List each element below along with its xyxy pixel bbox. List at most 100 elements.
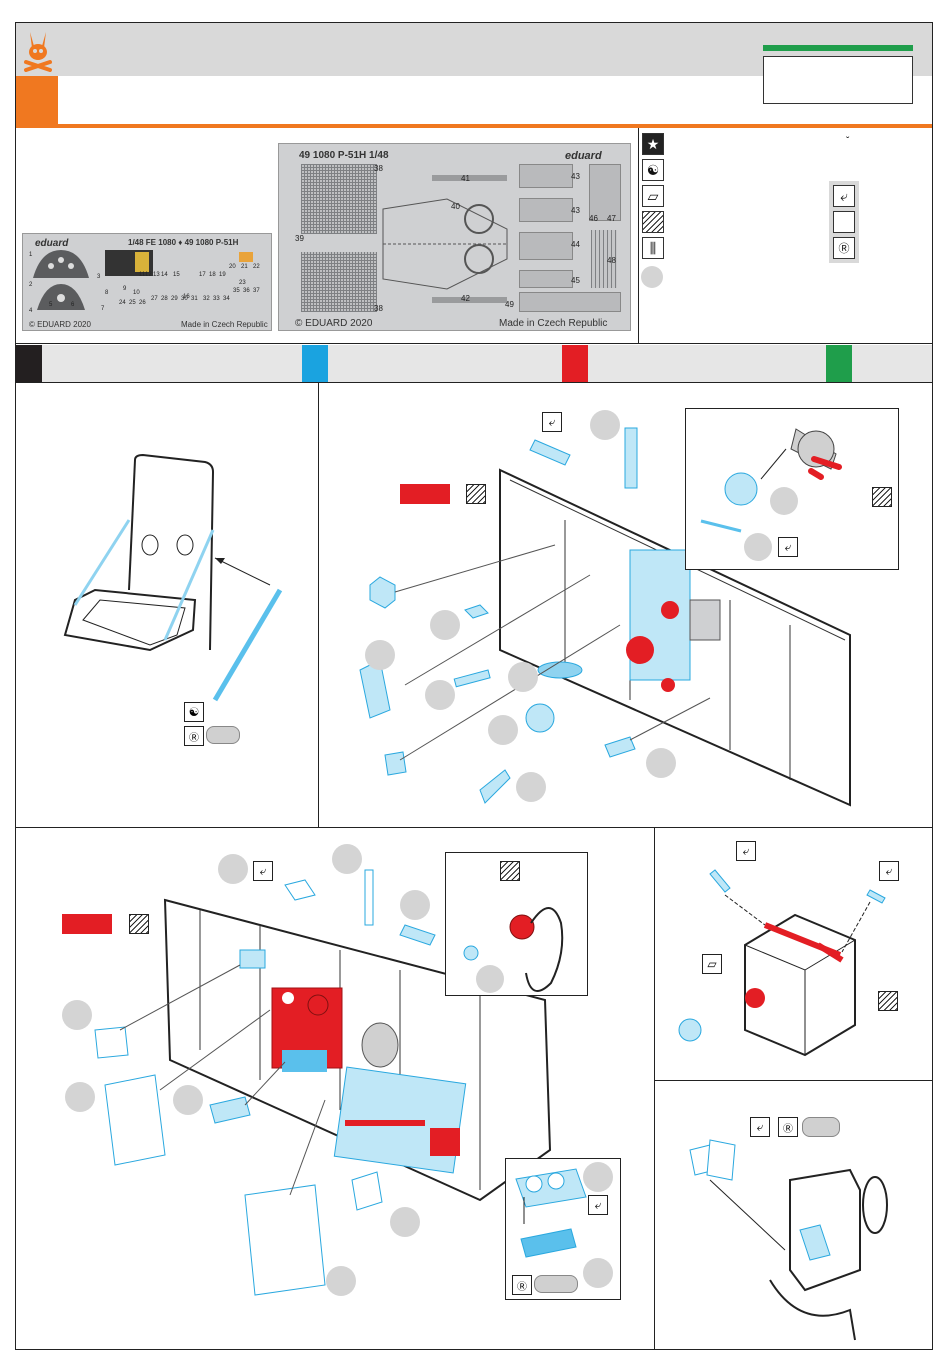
color-swatch-black [16, 345, 42, 382]
part-43a [519, 164, 573, 188]
divider-box-gunsight [654, 1080, 932, 1081]
rw-circle-8 [646, 748, 676, 778]
small-fret-part-number: 19 [219, 272, 226, 278]
mesh-panel-lower [301, 252, 377, 312]
small-fret-part-number: 22 [253, 264, 260, 270]
box-drawing [678, 869, 886, 1057]
left-wall-detail-box-a [445, 852, 588, 996]
small-fret-part-number: 27 [151, 296, 158, 302]
page-frame [15, 22, 933, 1350]
fret-section-bottom [16, 343, 932, 344]
rw-circle-1 [590, 410, 620, 440]
small-fret-part-number: 15 [173, 272, 180, 278]
small-fret-part-number: 12 [145, 272, 152, 278]
left-wall-red-tag [62, 914, 112, 934]
lw-box-b-pill [534, 1275, 578, 1293]
rw-circle-6 [488, 715, 518, 745]
small-fret-brand: eduard [35, 238, 69, 249]
small-fret-part-number: 8 [105, 290, 109, 296]
rw-circle-5 [508, 662, 538, 692]
small-fret-part-number: 20 [229, 264, 236, 270]
colorbar-bottom [16, 382, 932, 383]
small-fret-part-number: 5 [49, 302, 53, 308]
small-fret-made-in: Made in Czech Republic [181, 320, 268, 329]
bunny-skull-logo [24, 32, 52, 72]
right-wall-fold-icon: ⤶ [542, 412, 562, 432]
seat-r-circle-icon: Ⓡ [184, 726, 204, 746]
box-parallelogram-icon: ▱ [702, 954, 722, 974]
lw-circle-3 [400, 890, 430, 920]
lw-circle-7 [390, 1207, 420, 1237]
small-fret-part-number: 7 [101, 306, 105, 312]
small-fret-part-number: 35 [233, 288, 240, 294]
lw-circle-1 [218, 854, 248, 884]
large-fret-part-number: 41 [461, 174, 470, 183]
small-fret-copyright: © EDUARD 2020 [29, 320, 91, 329]
large-fret-part-number: 47 [607, 214, 616, 223]
rw-circle-7 [516, 772, 546, 802]
small-fret-title: 1/48 FE 1080 ♦ 49 1080 P-51H [128, 238, 239, 247]
large-fret-part-number: 38 [374, 164, 383, 173]
small-fret-part-number: 36 [243, 288, 250, 294]
left-wall-drawing [94, 869, 552, 1296]
lw-circle-9 [583, 1162, 613, 1192]
detail-fold-icon: ⤶ [778, 537, 798, 557]
left-wall-bend-icon [129, 914, 149, 934]
mesh-panel-upper [301, 164, 377, 234]
large-fret: 49 1080 P-51H 1/48 eduard © EDUARD 2020 … [278, 143, 631, 331]
small-fret-part-number: 25 [129, 300, 136, 306]
small-fret-part-number: 3 [97, 274, 101, 280]
detail-part-circle-b [744, 533, 772, 561]
header-green-bar [763, 45, 913, 51]
small-fret-part-number: 30 [181, 296, 188, 302]
large-fret-brand: eduard [565, 150, 602, 162]
right-wall-drawing [359, 427, 851, 807]
small-fret-part-number: 2 [29, 282, 33, 288]
lw-circle-6 [173, 1085, 203, 1115]
lw-box-b-fold-icon: ⤶ [588, 1195, 608, 1215]
star-icon: ★ [642, 133, 664, 155]
header-kit-box [763, 56, 913, 104]
small-fret-part-number: 21 [241, 264, 248, 270]
lw-circle-5 [65, 1082, 95, 1112]
lw-circle-2 [332, 844, 362, 874]
small-fret-part-number: 9 [123, 286, 127, 292]
small-fret-part-number: 10 [133, 290, 140, 296]
large-fret-part-number: 45 [571, 276, 580, 285]
instrument-panel-parts [33, 250, 89, 310]
drill-icon: ⫼ [642, 237, 664, 259]
legend-accent-mark: ˇ [846, 136, 850, 147]
lw-circle-4 [62, 1000, 92, 1030]
large-fret-part-number: 43 [571, 206, 580, 215]
small-fret-part-number: 28 [161, 296, 168, 302]
box-fold-icon-a: ⤶ [736, 841, 756, 861]
large-fret-part-number: 42 [461, 294, 470, 303]
lw-circle-10 [583, 1258, 613, 1288]
small-fret-part-number: 33 [213, 296, 220, 302]
small-fret: eduard 1/48 FE 1080 ♦ 49 1080 P-51H © ED… [22, 233, 272, 331]
color-bar-strip [16, 345, 932, 382]
large-fret-part-number: 44 [571, 240, 580, 249]
small-fret-part-number: 16 [183, 294, 190, 300]
part-43b [519, 198, 573, 222]
small-fret-part-number: 37 [253, 288, 260, 294]
blank-square-icon [833, 211, 855, 233]
small-fret-part-number: 1 [29, 252, 33, 258]
small-fret-part-number: 34 [223, 296, 230, 302]
left-wall-fold-icon: ⤶ [253, 861, 273, 881]
color-swatch-green [826, 345, 852, 382]
small-fret-yellow-part [135, 252, 149, 272]
color-swatch-red [562, 345, 588, 382]
round-part-pair [464, 204, 494, 274]
gunsight-pill [802, 1117, 840, 1137]
gunsight-drawing [689, 1139, 888, 1341]
lw-detail-bend-icon [500, 861, 520, 881]
lw-circle-8 [326, 1266, 356, 1296]
detail-part-circle-a [770, 487, 798, 515]
seat-yin-yang-icon: ☯ [184, 702, 204, 722]
small-fret-part-number: 23 [239, 280, 246, 286]
small-fret-orange-part [239, 252, 253, 262]
yin-yang-icon: ☯ [642, 159, 664, 181]
right-wall-red-tag [400, 484, 450, 504]
legend-divider [638, 128, 639, 343]
